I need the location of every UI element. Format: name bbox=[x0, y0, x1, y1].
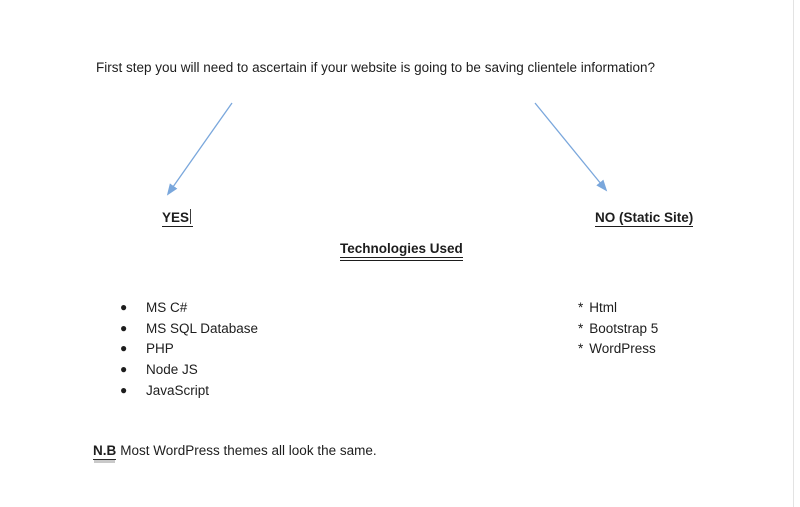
asterisk-marker: * bbox=[578, 320, 584, 336]
list-item: ● PHP bbox=[120, 339, 258, 360]
list-item: ● MS SQL Database bbox=[120, 319, 258, 340]
yes-branch-arrow[interactable] bbox=[155, 95, 245, 205]
list-item: * Bootstrap 5 bbox=[578, 319, 658, 340]
list-item: * Html bbox=[578, 298, 658, 319]
bullet-icon: ● bbox=[120, 300, 128, 314]
list-item-label: Bootstrap 5 bbox=[589, 320, 659, 336]
no-branch-label: NO (Static Site) bbox=[595, 210, 694, 227]
list-item-label: Node JS bbox=[146, 362, 198, 378]
bullet-icon: ● bbox=[120, 362, 128, 377]
text-cursor bbox=[190, 209, 192, 224]
no-branch-arrow[interactable] bbox=[525, 95, 620, 200]
section-title-text: Technologies Used bbox=[340, 241, 463, 261]
bullet-icon: ● bbox=[120, 320, 128, 335]
list-item-label: WordPress bbox=[589, 341, 656, 357]
yes-label-text: YES bbox=[162, 210, 194, 227]
list-item-label: Html bbox=[589, 300, 618, 315]
bullet-icon: ● bbox=[120, 382, 128, 397]
nb-note-text: Most WordPress themes all look the same. bbox=[120, 443, 377, 458]
bullet-icon: ● bbox=[120, 341, 128, 356]
list-item: ● JavaScript bbox=[120, 381, 258, 402]
list-item-label: MS C# bbox=[146, 300, 188, 315]
question-text: First step you will need to ascertain if… bbox=[96, 60, 656, 75]
yes-branch-label: YES bbox=[162, 209, 194, 227]
nb-note-prefix: N.B bbox=[93, 443, 117, 460]
asterisk-marker: * bbox=[578, 341, 584, 357]
no-label-text: NO (Static Site) bbox=[595, 210, 694, 227]
asterisk-marker: * bbox=[578, 300, 584, 315]
list-item-label: MS SQL Database bbox=[146, 320, 259, 336]
section-title: Technologies Used bbox=[340, 241, 463, 261]
list-item: ● Node JS bbox=[120, 360, 258, 381]
list-item-label: PHP bbox=[146, 341, 174, 357]
list-item: ● MS C# bbox=[120, 298, 258, 319]
no-technologies-list: * Html * Bootstrap 5 * WordPress bbox=[578, 298, 658, 360]
yes-technologies-list: ● MS C# ● MS SQL Database ● PHP ● Node J… bbox=[120, 298, 258, 402]
list-item: * WordPress bbox=[578, 339, 658, 360]
list-item-label: JavaScript bbox=[146, 382, 210, 398]
page-edge-divider bbox=[793, 0, 794, 507]
